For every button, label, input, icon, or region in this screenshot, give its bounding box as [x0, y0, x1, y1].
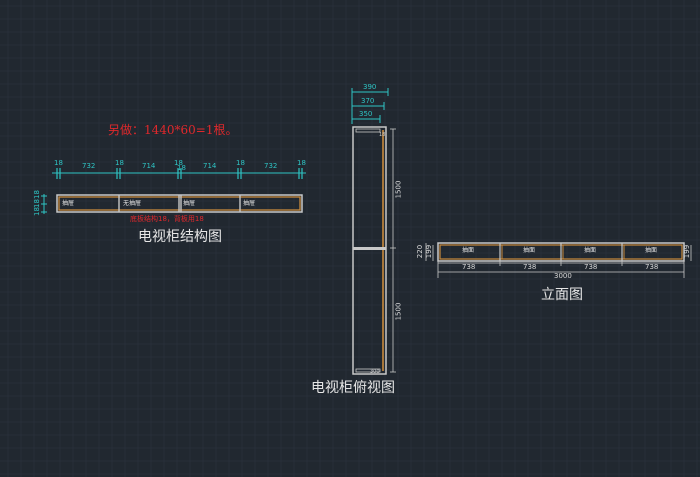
elevation-total: 3000 [554, 272, 572, 280]
struct-left-dim: 18 [32, 207, 41, 216]
struct-left-dim: 18 [32, 190, 41, 199]
elevation-segment: 738 [645, 263, 659, 271]
struct-dim: 18 [236, 159, 245, 167]
top-view-drawing [351, 88, 396, 375]
topview-dim: 350 [359, 110, 373, 118]
elevation-segment: 738 [584, 263, 598, 271]
topview-title: 电视柜俯视图 [311, 380, 395, 396]
structure-note: 底板结构18，背板用18 [130, 215, 204, 223]
struct-dim: 18 [177, 164, 186, 172]
elevation-cell-label: 抽面 [645, 247, 658, 254]
drawer-label: 抽屉 [62, 200, 75, 207]
topview-dim: 390 [363, 83, 377, 91]
struct-dim: 18 [54, 159, 63, 167]
elevation-segment: 738 [462, 263, 476, 271]
topview-right-dim: 1500 [394, 180, 403, 199]
topview-small-label: 18 [379, 132, 386, 138]
elevation-drawing [425, 242, 692, 278]
struct-dim: 714 [142, 162, 156, 170]
struct-dim: 18 [174, 159, 183, 167]
elevation-segment: 738 [523, 263, 537, 271]
structure-title: 电视柜结构图 [138, 229, 222, 245]
topview-dim: 370 [361, 97, 375, 105]
drawer-label: 抽屉 [183, 200, 196, 207]
elevation-right-dim: 199 [683, 244, 692, 259]
elevation-left-dim: 199 [425, 244, 434, 259]
drawer-label: 抽屉 [243, 200, 256, 207]
elevation-cell-label: 抽面 [523, 247, 536, 254]
struct-dim: 714 [203, 162, 217, 170]
struct-dim: 732 [82, 162, 96, 170]
top-note: 另做：1440*60=1根。 [108, 123, 238, 137]
drawer-label: 无抽屉 [123, 200, 142, 207]
elevation-left-dim: 220 [416, 244, 425, 259]
topview-small-label: 300 [370, 369, 380, 375]
struct-dim: 18 [297, 159, 306, 167]
elevation-cell-label: 抽面 [584, 247, 597, 254]
elevation-cell-label: 抽面 [462, 247, 475, 254]
struct-dim: 18 [115, 159, 124, 167]
topview-right-dim: 1500 [394, 302, 403, 321]
structure-drawing [41, 168, 306, 214]
elevation-title: 立面图 [541, 287, 583, 303]
struct-dim: 732 [264, 162, 278, 170]
